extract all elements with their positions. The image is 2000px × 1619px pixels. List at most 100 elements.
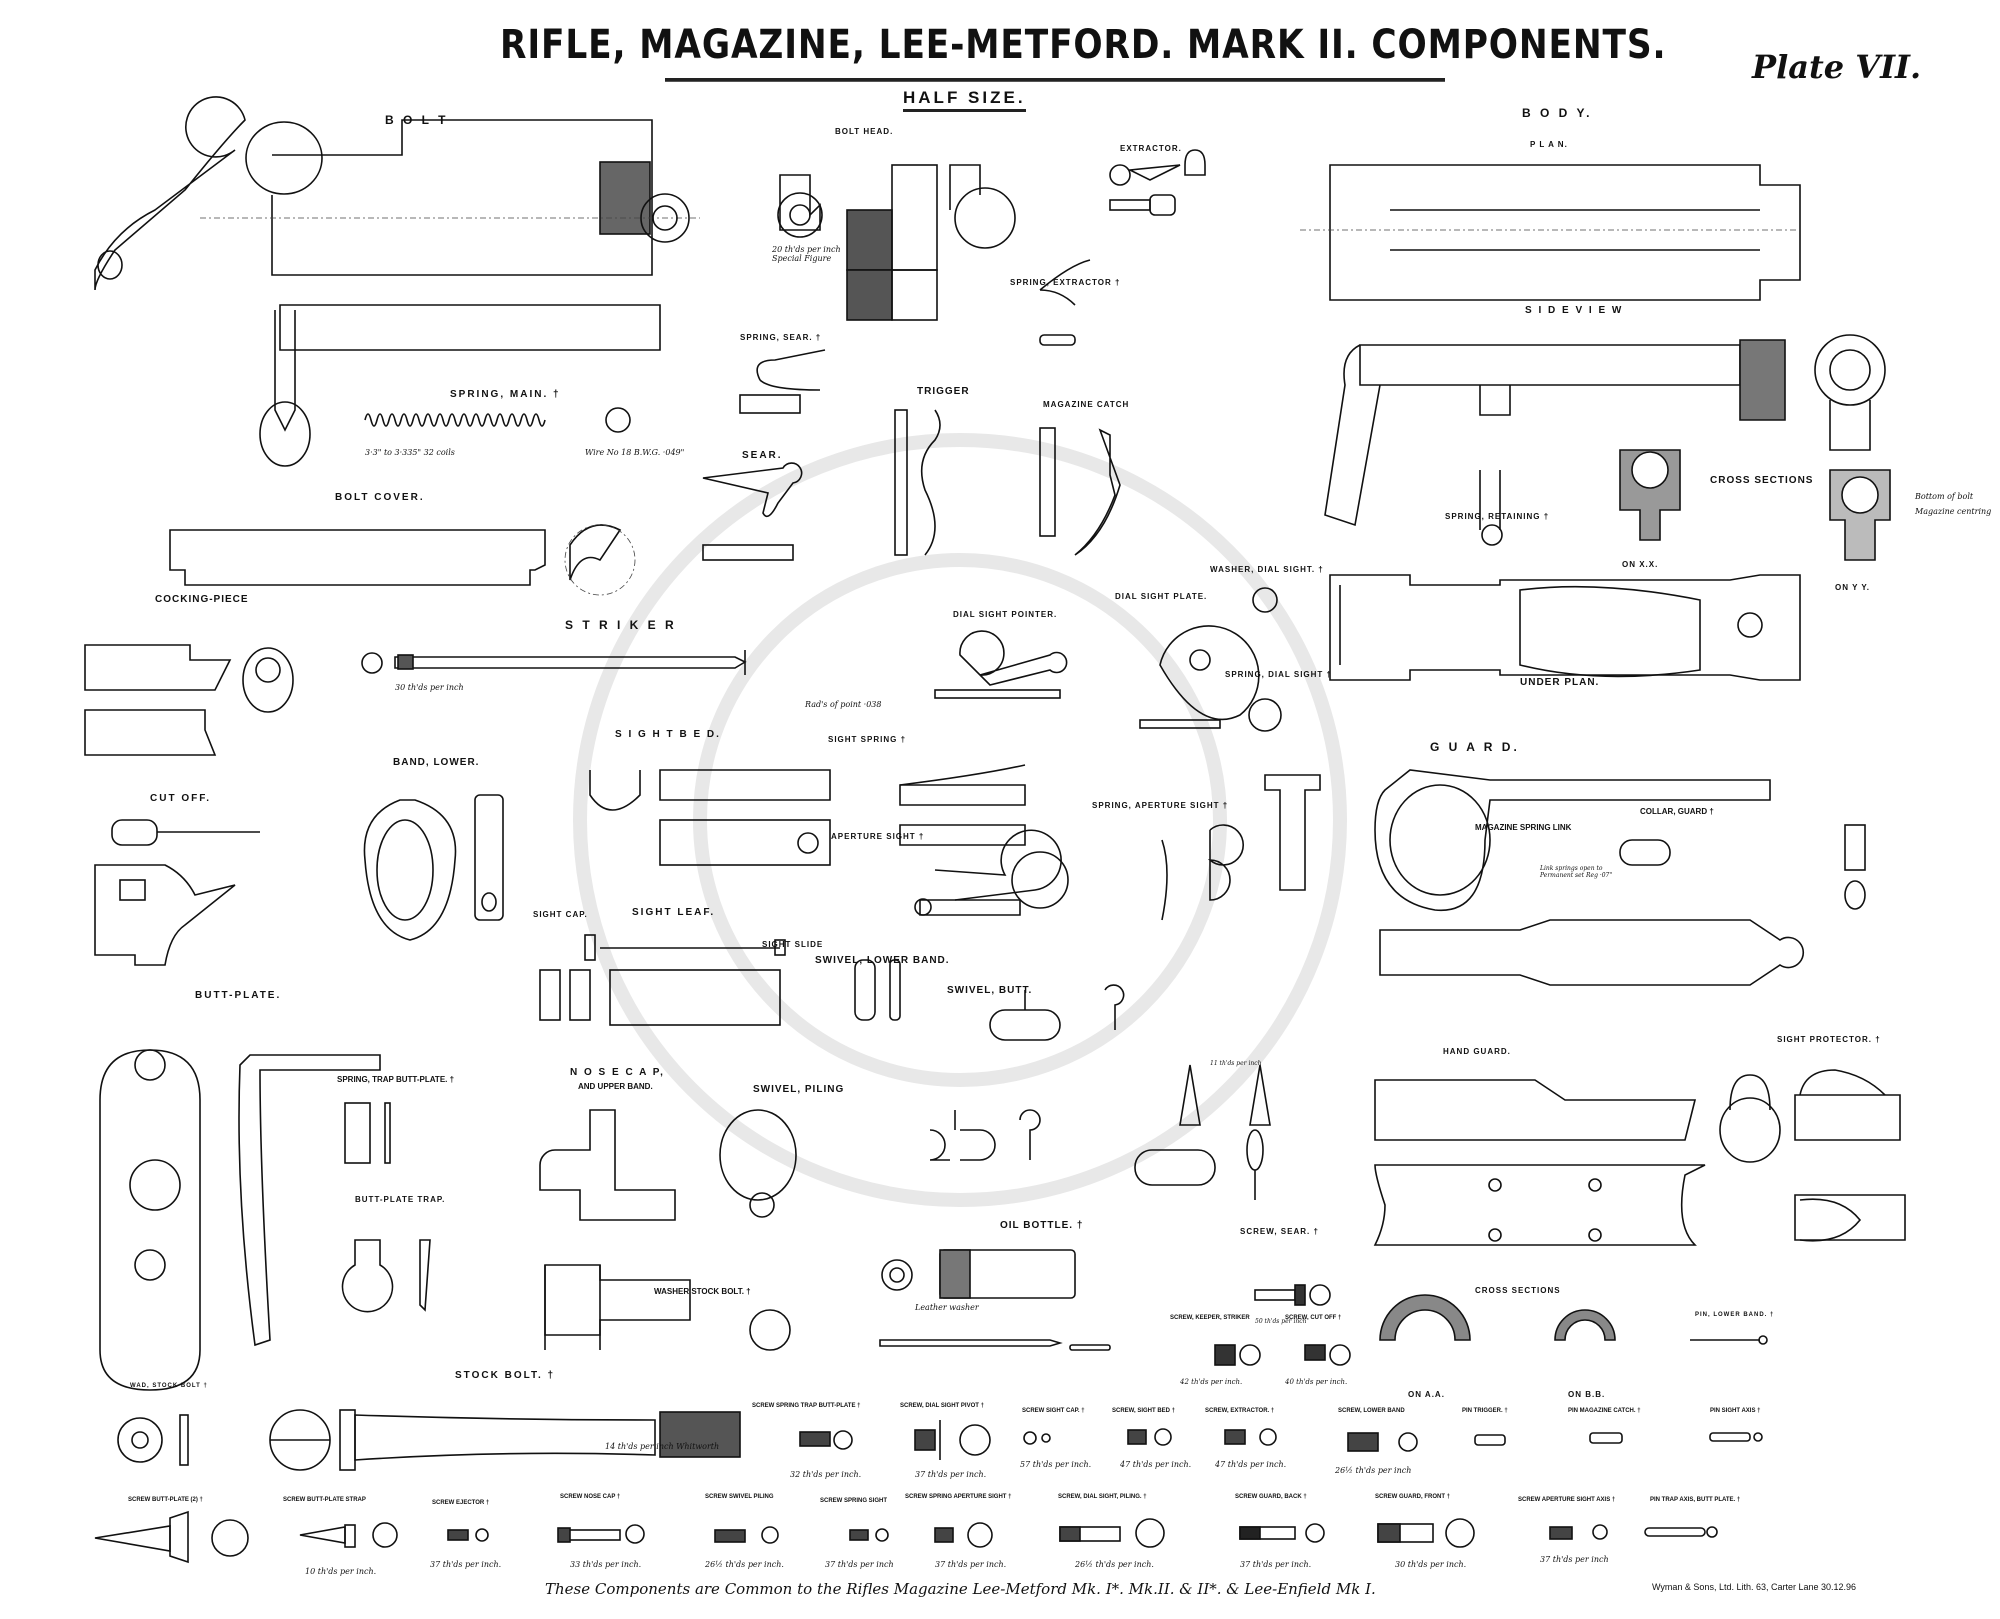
screw-label: SCREW, LOWER BAND xyxy=(1338,1408,1405,1414)
butt-plate-trap-drawing xyxy=(341,1102,431,1313)
screw-thread: 47 th'ds per inch. xyxy=(1215,1460,1287,1469)
screw-thread: 10 th'ds per inch. xyxy=(305,1567,377,1576)
label-stock-bolt: STOCK BOLT. † xyxy=(455,1370,556,1381)
label-sight-cap: SIGHT CAP. xyxy=(533,910,588,919)
label-nose-cap-sub: AND UPPER BAND. xyxy=(578,1082,653,1091)
dial-sight-drawing xyxy=(934,587,1282,732)
screw-thread: 37 th'ds per inch. xyxy=(430,1560,502,1569)
label-extractor: EXTRACTOR. xyxy=(1120,144,1182,153)
screw-thread: 33 th'ds per inch. xyxy=(570,1560,642,1569)
screw-thread: 26½ th'ds per inch. xyxy=(1075,1560,1154,1569)
label-washer-dial-sight: WASHER, DIAL SIGHT. † xyxy=(1210,565,1324,574)
note-bolt-head-thread: 20 th'ds per inch Special Figure xyxy=(772,245,841,263)
screw-label: SCREW GUARD, FRONT † xyxy=(1375,1494,1450,1500)
spring-main-drawing xyxy=(364,407,631,433)
label-striker: S T R I K E R xyxy=(565,618,677,632)
note-magazine-centring: Magazine centring xyxy=(1915,507,1992,516)
note-mag-link: Link springs open to Permanent set Reg ·… xyxy=(1540,865,1613,879)
screw-thread: 47 th'ds per inch. xyxy=(1120,1460,1192,1469)
label-on-bb: ON B.B. xyxy=(1568,1390,1606,1399)
note-spring-main-length: 3·3" to 3·335" 32 coils xyxy=(365,448,455,457)
label-screw-sear: SCREW, SEAR. † xyxy=(1240,1227,1319,1236)
note-stock-bolt-thread: 14 th'ds per inch Whitworth xyxy=(605,1442,720,1451)
label-oil-bottle: OIL BOTTLE. † xyxy=(1000,1220,1084,1231)
pin-label: PIN MAGAZINE CATCH. † xyxy=(1568,1408,1641,1414)
screw-label: SCREW, SIGHT BED † xyxy=(1112,1408,1176,1414)
screws-row2-drawing xyxy=(94,1510,1718,1564)
label-spring-retaining: SPRING, RETAINING † xyxy=(1445,512,1550,521)
label-spring-sear: SPRING, SEAR. † xyxy=(740,333,822,342)
screw-label: SCREW SWIVEL PILING xyxy=(705,1494,774,1500)
screw-thread: 37 th'ds per inch. xyxy=(915,1470,987,1479)
label-dial-sight-plate: DIAL SIGHT PLATE. xyxy=(1115,592,1208,601)
band-lower-drawing xyxy=(363,794,504,941)
screw-label: SCREW SPRING APERTURE SIGHT † xyxy=(905,1494,1012,1500)
note-striker-thread: 30 th'ds per inch xyxy=(395,683,464,692)
pin-label: PIN TRIGGER. † xyxy=(1462,1408,1508,1414)
label-under-plan: UNDER PLAN. xyxy=(1520,677,1600,688)
screw-thread: 37 th'ds per inch. xyxy=(1240,1560,1312,1569)
footer-common-note: These Components are Common to the Rifle… xyxy=(545,1580,1376,1598)
sight-bed-drawing xyxy=(589,764,1069,916)
label-trigger: TRIGGER xyxy=(917,386,970,397)
title-underline xyxy=(665,78,1445,82)
screw-label: SCREW, DIAL SIGHT PIVOT † xyxy=(900,1403,984,1409)
label-magazine-catch: MAGAZINE CATCH xyxy=(1043,400,1130,409)
label-on-xx: ON X.X. xyxy=(1622,560,1659,569)
label-sear: SEAR. xyxy=(742,450,783,461)
label-plan: P L A N. xyxy=(1530,140,1568,149)
screw-thread: 37 th'ds per inch xyxy=(825,1560,894,1569)
extractor-drawing xyxy=(1109,149,1206,216)
screw-thread: 30 th'ds per inch. xyxy=(1395,1560,1467,1569)
label-hand-guard: HAND GUARD. xyxy=(1443,1047,1511,1056)
note-striker-point: Rad's of point ·038 xyxy=(805,700,882,709)
spring-aperture-sight-drawing xyxy=(1161,824,1244,921)
label-washer-stock-bolt: WASHER STOCK BOLT. † xyxy=(654,1287,751,1296)
sear-trigger-catch-drawing xyxy=(702,409,1121,561)
springs-small-drawing xyxy=(739,259,1091,414)
label-butt-plate-trap: BUTT-PLATE TRAP. xyxy=(355,1195,446,1204)
screw-label: SCREW SIGHT CAP. † xyxy=(1022,1408,1085,1414)
oil-bottle-drawing xyxy=(749,1249,1111,1351)
guard-drawing xyxy=(1264,769,1866,986)
scale-label: HALF SIZE. xyxy=(903,88,1026,112)
bolt-head-drawing xyxy=(777,164,1016,321)
note-oil-bottle-washer: Leather washer xyxy=(915,1303,979,1312)
label-on-yy: ON Y Y. xyxy=(1835,583,1871,592)
screw-thread: 37 th'ds per inch. xyxy=(935,1560,1007,1569)
label-wad-stock-bolt: WAD, STOCK BOLT † xyxy=(130,1383,208,1389)
label-band-lower: BAND, LOWER. xyxy=(393,757,480,768)
label-cocking-piece: COCKING-PIECE xyxy=(155,594,249,605)
note-screw-cutoff-thread: 40 th'ds per inch. xyxy=(1285,1378,1348,1386)
label-spring-extractor: SPRING, EXTRACTOR † xyxy=(1010,278,1121,287)
screw-label: SCREW, DIAL SIGHT, PILING. † xyxy=(1058,1494,1147,1500)
label-body: B O D Y. xyxy=(1522,106,1593,120)
pin-label: PIN TRAP AXIS, BUTT PLATE. † xyxy=(1650,1497,1741,1503)
screw-label: SCREW BUTT-PLATE (2) † xyxy=(128,1497,203,1503)
pin-label: PIN SIGHT AXIS † xyxy=(1710,1408,1761,1414)
striker-drawing xyxy=(361,650,747,675)
cocking-piece-drawing xyxy=(84,644,294,756)
label-sight-leaf: SIGHT LEAF. xyxy=(632,907,716,918)
note-bottom-of-bolt: Bottom of bolt xyxy=(1915,492,1974,501)
note-spring-main-wire: Wire No 18 B.W.G. ·049" xyxy=(585,448,685,457)
label-spring-main: SPRING, MAIN. † xyxy=(450,389,561,400)
label-bolt-head: BOLT HEAD. xyxy=(835,127,894,136)
label-sight-bed: S I G H T B E D. xyxy=(615,729,721,740)
screw-label: SCREW, EXTRACTOR. † xyxy=(1205,1408,1275,1414)
label-sight-spring: SIGHT SPRING † xyxy=(828,735,907,744)
screw-label: SCREW EJECTOR † xyxy=(432,1500,490,1506)
label-spring-trap-butt-plate: SPRING, TRAP BUTT-PLATE. † xyxy=(337,1075,455,1084)
screw-label: SCREW APERTURE SIGHT AXIS † xyxy=(1518,1497,1616,1503)
label-cross-sections-body: CROSS SECTIONS xyxy=(1710,475,1814,486)
label-butt-plate: BUTT-PLATE. xyxy=(195,990,282,1001)
label-bolt: B O L T xyxy=(385,113,449,127)
label-swivel-butt: SWIVEL, BUTT. xyxy=(947,985,1033,996)
screw-label: SCREW NOSE CAP † xyxy=(560,1494,621,1500)
note-screw-keeper-thread: 42 th'ds per inch. xyxy=(1180,1378,1243,1386)
body-side-view-drawing xyxy=(1324,334,1886,527)
label-screw-keeper-striker: SCREW, KEEPER, STRIKER xyxy=(1170,1315,1250,1321)
nose-cap-drawing xyxy=(539,1109,797,1350)
label-swivel-lower-band: SWIVEL, LOWER BAND. xyxy=(815,955,950,966)
